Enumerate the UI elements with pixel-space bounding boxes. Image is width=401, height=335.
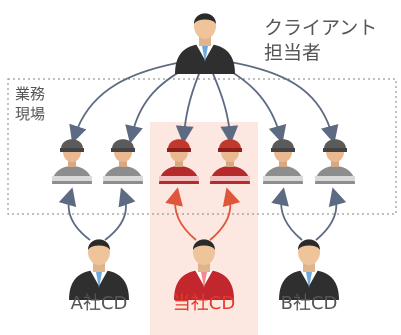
- worker-icon-1: [52, 139, 92, 184]
- our-cd-arrow-right: [209, 187, 241, 241]
- a-cd-label: A社CD: [70, 293, 128, 314]
- our-cd-label: 当社CD: [172, 293, 236, 314]
- client-arrow-6: [217, 59, 339, 144]
- a-cd-person-icon: [69, 239, 129, 300]
- client-arrow-1: [69, 59, 195, 144]
- client-label: クライアント 担当者: [264, 16, 377, 66]
- field-boundary: [7, 78, 397, 215]
- b-cd-person-icon: [279, 239, 339, 300]
- client-label-line-1: クライアント: [264, 17, 378, 39]
- worker-icon-5: [263, 139, 303, 184]
- client-person-icon: [175, 13, 235, 74]
- worker-icon-6: [315, 139, 355, 184]
- b-cd-arrow-right: [315, 187, 347, 241]
- b-cd-arrow-left: [271, 187, 303, 241]
- field-label-line-1: 業務: [15, 85, 46, 103]
- field-label: 業務 現場: [15, 84, 45, 124]
- field-label-line-2: 現場: [15, 105, 46, 123]
- our-cd-arrow-left: [165, 187, 197, 241]
- client-label-line-2: 担当者: [264, 42, 322, 64]
- b-cd-label: B社CD: [280, 293, 338, 314]
- a-cd-arrow-left: [58, 187, 91, 241]
- a-cd-arrow-right: [104, 187, 136, 241]
- worker-icon-2: [103, 139, 143, 184]
